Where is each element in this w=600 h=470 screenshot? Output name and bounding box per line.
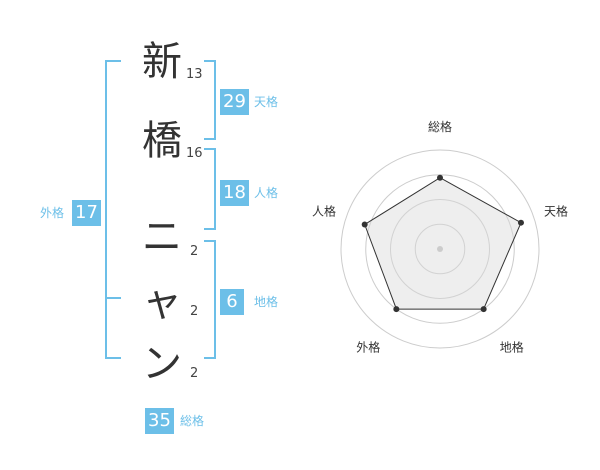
gaikaku-badge: 17: [72, 200, 101, 226]
radar-axis-label-1: 総格: [428, 119, 452, 134]
radar-axis-label-2: 天格: [544, 203, 568, 218]
radar-point-5: [361, 221, 368, 228]
jinkaku-label: 人格: [254, 186, 279, 200]
tenkaku-label: 天格: [254, 95, 279, 109]
chikaku-label: 地格: [254, 295, 279, 309]
name-char-4: ャ: [142, 279, 182, 325]
tenkaku-badge: 29: [220, 89, 249, 115]
radar-axis-label-5: 人格: [312, 203, 336, 218]
radar-point-1: [437, 174, 443, 181]
radar-point-4: [393, 306, 400, 313]
stroke-count-1: 13: [186, 67, 203, 82]
gaikaku-label: 外格: [40, 206, 65, 220]
radar-axis-label-3: 地格: [500, 340, 524, 355]
stroke-count-5: 2: [190, 366, 199, 381]
stroke-count-2: 16: [186, 146, 203, 161]
name-char-2: 橋: [142, 118, 182, 164]
name-char-5: ン: [142, 341, 182, 387]
jinkaku-badge: 18: [220, 180, 249, 206]
name-char-3: ニ: [142, 214, 182, 260]
soukaku-label: 総格: [180, 414, 205, 428]
soukaku-badge: 35: [145, 408, 174, 434]
stroke-count-4: 2: [190, 304, 199, 319]
chikaku-badge: 6: [220, 289, 244, 315]
radar-polygon: [364, 177, 522, 310]
stroke-count-3: 2: [190, 244, 199, 259]
radar-ring-2: [390, 199, 490, 299]
radar-axis-label-4: 外格: [356, 340, 380, 355]
radar-point-3: [480, 306, 487, 313]
radar-point-2: [517, 219, 524, 226]
radar-center-dot: [437, 246, 443, 252]
radar-ring-1: [414, 223, 466, 275]
name-char-1: 新: [142, 39, 182, 85]
